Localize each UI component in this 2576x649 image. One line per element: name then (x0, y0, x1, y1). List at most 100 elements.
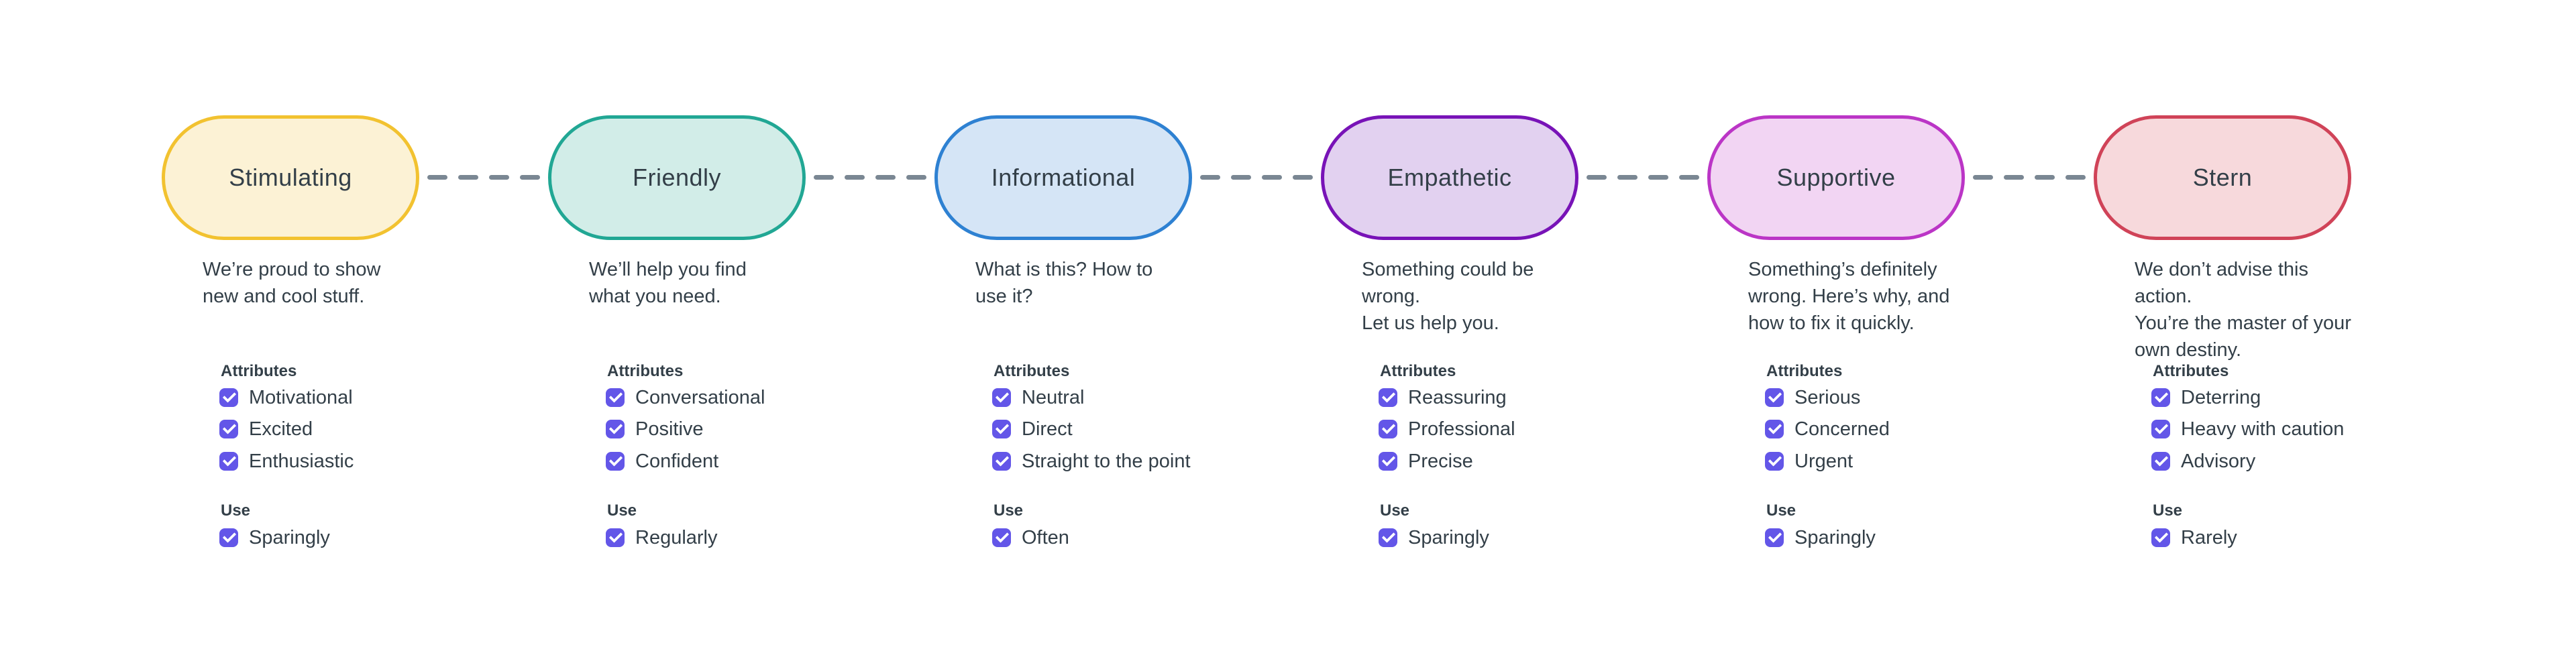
use-heading: Use (221, 501, 251, 520)
tone-node-supportive: Supportive (1707, 115, 1965, 240)
attribute-row: Deterring (2151, 388, 2261, 407)
attribute-row: Positive (606, 418, 704, 440)
attribute-row: Direct (992, 418, 1073, 440)
tone-description: We’re proud to show new and cool stuff. (203, 259, 381, 307)
dashed-connector (1200, 175, 1313, 180)
tone-description: What is this? How to use it? (975, 259, 1153, 307)
use-label: Sparingly (1794, 526, 1876, 548)
dash-segment (906, 175, 926, 180)
checkbox-checked-icon[interactable] (2151, 452, 2170, 471)
attributes-heading: Attributes (2153, 362, 2229, 380)
use-row: Often (992, 528, 1069, 547)
dash-segment (814, 175, 834, 180)
attribute-label: Positive (635, 418, 704, 440)
tone-node-informational: Informational (934, 115, 1192, 240)
tone-node-label: Stern (2192, 164, 2253, 191)
use-row: Sparingly (219, 528, 330, 547)
attributes-heading: Attributes (994, 362, 1070, 380)
tone-node-label: Empathetic (1387, 164, 1512, 191)
checkbox-checked-icon[interactable] (992, 388, 1011, 407)
dash-segment (1617, 175, 1638, 180)
checkbox-checked-icon[interactable] (219, 420, 238, 438)
use-heading: Use (607, 501, 637, 520)
checkbox-checked-icon[interactable] (1765, 452, 1784, 471)
checkbox-checked-icon[interactable] (2151, 420, 2170, 438)
attribute-row: Professional (1379, 418, 1515, 440)
tone-column-stern: Stern We don’t advise this action. You’r… (2094, 0, 2351, 649)
attribute-label: Motivational (249, 386, 353, 408)
attribute-row: Serious (1765, 388, 1860, 407)
attribute-row: Motivational (219, 388, 353, 407)
checkbox-checked-icon[interactable] (992, 420, 1011, 438)
attribute-label: Heavy with caution (2181, 418, 2345, 440)
dash-segment (2004, 175, 2024, 180)
dash-segment (875, 175, 896, 180)
tone-node-label: Friendly (632, 164, 722, 191)
attribute-label: Direct (1022, 418, 1073, 440)
dash-segment (520, 175, 540, 180)
checkbox-checked-icon[interactable] (219, 452, 238, 471)
use-heading: Use (1766, 501, 1796, 520)
checkbox-checked-icon[interactable] (1379, 452, 1397, 471)
attribute-row: Conversational (606, 388, 765, 407)
tone-column-supportive: Supportive Something’s definitely wrong.… (1707, 0, 1965, 649)
attribute-row: Concerned (1765, 418, 1890, 440)
attribute-row: Confident (606, 451, 718, 471)
tone-node-label: Stimulating (229, 164, 352, 191)
attribute-label: Precise (1408, 450, 1473, 472)
tone-column-informational: Informational What is this? How to use i… (934, 0, 1192, 649)
checkbox-checked-icon[interactable] (2151, 528, 2170, 547)
use-label: Often (1022, 526, 1069, 548)
dash-segment (1973, 175, 1993, 180)
use-row: Rarely (2151, 528, 2237, 547)
checkbox-checked-icon[interactable] (1765, 388, 1784, 407)
tone-node-empathetic: Empathetic (1321, 115, 1578, 240)
checkbox-checked-icon[interactable] (219, 388, 238, 407)
dashed-connector (814, 175, 926, 180)
attribute-label: Reassuring (1408, 386, 1507, 408)
attribute-label: Excited (249, 418, 313, 440)
attributes-heading: Attributes (607, 362, 684, 380)
attribute-row: Urgent (1765, 451, 1853, 471)
tone-column-stimulating: Stimulating We’re proud to show new and … (162, 0, 419, 649)
dash-segment (1231, 175, 1251, 180)
dash-segment (1293, 175, 1313, 180)
checkbox-checked-icon[interactable] (606, 388, 625, 407)
checkbox-checked-icon[interactable] (606, 420, 625, 438)
checkbox-checked-icon[interactable] (1379, 420, 1397, 438)
checkbox-checked-icon[interactable] (992, 452, 1011, 471)
dash-segment (845, 175, 865, 180)
dash-segment (1262, 175, 1282, 180)
checkbox-checked-icon[interactable] (219, 528, 238, 547)
use-heading: Use (1380, 501, 1410, 520)
attribute-row: Neutral (992, 388, 1085, 407)
checkbox-checked-icon[interactable] (1379, 388, 1397, 407)
dash-segment (1200, 175, 1220, 180)
use-row: Sparingly (1379, 528, 1489, 547)
use-label: Rarely (2181, 526, 2237, 548)
use-heading: Use (994, 501, 1024, 520)
checkbox-checked-icon[interactable] (606, 528, 625, 547)
checkbox-checked-icon[interactable] (2151, 388, 2170, 407)
dashed-connector (427, 175, 540, 180)
attribute-row: Straight to the point (992, 450, 1191, 472)
use-label: Regularly (635, 526, 718, 548)
attribute-label: Enthusiastic (249, 450, 354, 472)
dash-segment (458, 175, 478, 180)
checkbox-checked-icon[interactable] (992, 528, 1011, 547)
dash-segment (2035, 175, 2055, 180)
attribute-label: Neutral (1022, 386, 1085, 408)
attribute-label: Straight to the point (1022, 450, 1191, 472)
tone-column-friendly: Friendly We’ll help you find what you ne… (548, 0, 806, 649)
attribute-row: Advisory (2151, 451, 2255, 471)
use-label: Sparingly (1408, 526, 1489, 548)
tone-node-stern: Stern (2094, 115, 2351, 240)
attribute-label: Conversational (635, 386, 765, 408)
attribute-label: Professional (1408, 418, 1515, 440)
dash-segment (427, 175, 447, 180)
checkbox-checked-icon[interactable] (1379, 528, 1397, 547)
checkbox-checked-icon[interactable] (1765, 528, 1784, 547)
attribute-label: Concerned (1794, 418, 1890, 440)
checkbox-checked-icon[interactable] (1765, 420, 1784, 438)
checkbox-checked-icon[interactable] (606, 452, 625, 471)
